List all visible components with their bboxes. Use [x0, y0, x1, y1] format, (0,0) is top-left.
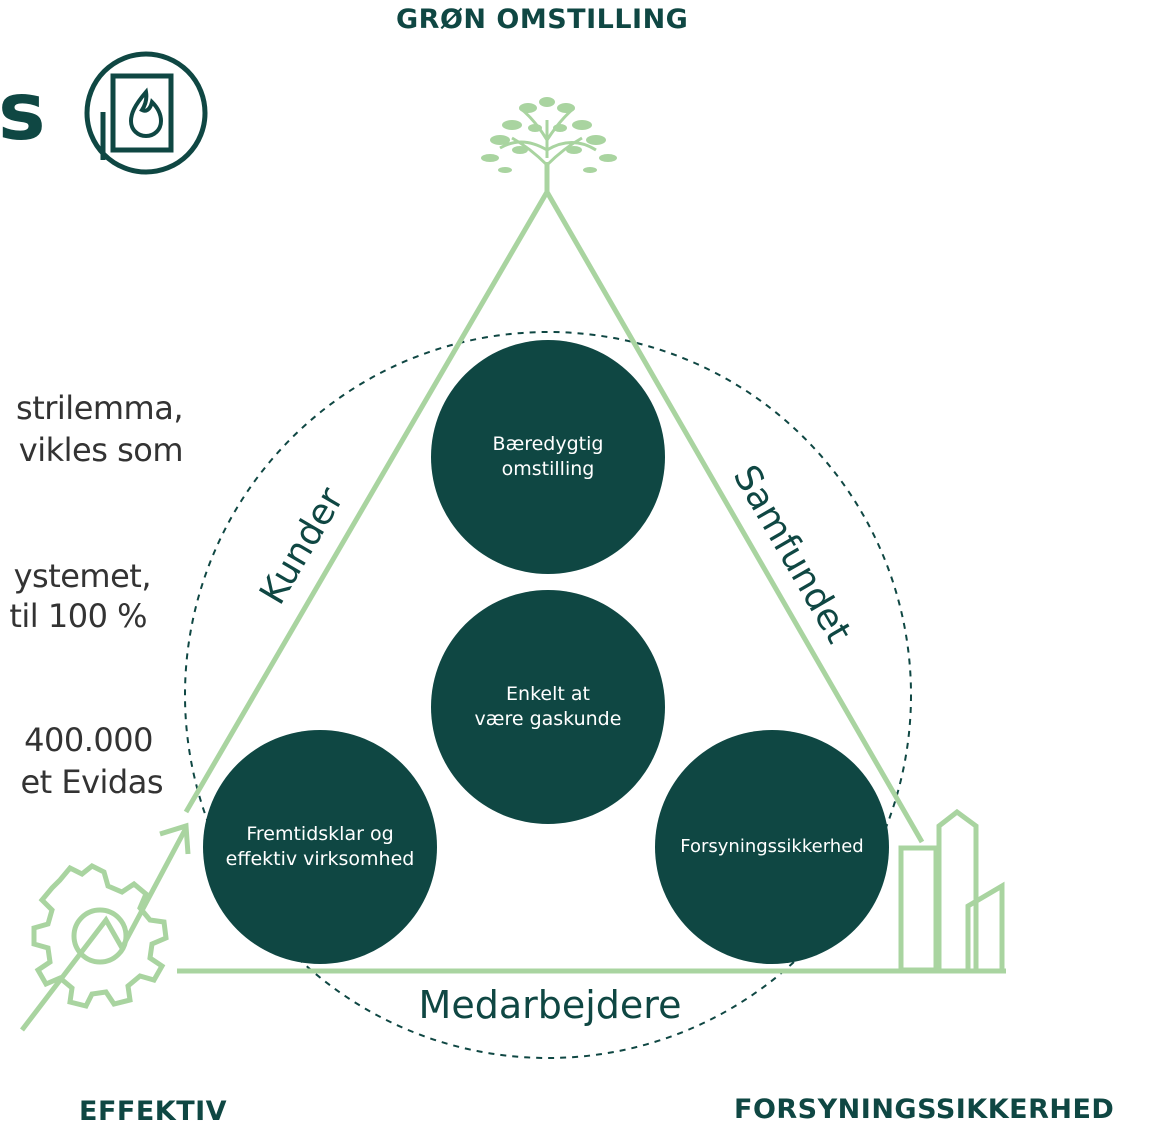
side-label-bottom: Medarbejdere — [419, 983, 682, 1027]
circle-sustainable-transition: Bæredygtig omstilling — [431, 340, 665, 574]
circle-simple-gas-customer: Enkelt at være gaskunde — [431, 590, 665, 824]
circle-label: Fremtidsklar og effektiv virksomhed — [225, 823, 415, 870]
circle-security-of-supply: Forsyningssikkerhed — [655, 730, 889, 964]
body-text-line: til 100 % — [9, 597, 147, 635]
circle-label: Bæredygtig omstilling — [492, 433, 604, 480]
side-label-left: Kunder — [252, 481, 352, 612]
body-text-line: et Evidas — [20, 763, 163, 801]
body-text-line: vikles som — [18, 431, 184, 469]
city-buildings-icon — [898, 808, 1006, 974]
corner-label-security-of-supply: FORSYNINGSSIKKERHED — [734, 1094, 1115, 1125]
body-text-line: 400.000 — [24, 721, 153, 759]
body-text-line: ystemet, — [13, 557, 152, 595]
circle-future-ready-business: Fremtidsklar og effektiv virksomhed — [203, 730, 437, 964]
tree-icon — [481, 97, 617, 192]
gear-growth-arrow-icon — [20, 822, 191, 1032]
triangle-side-left — [183, 190, 550, 814]
circle-label: Forsyningssikkerhed — [680, 836, 864, 858]
triangle-side-right — [544, 190, 925, 844]
gas-document-icon — [84, 51, 208, 175]
circle-label: Enkelt at være gaskunde — [474, 683, 622, 730]
body-text-line: strilemma, — [16, 389, 183, 427]
heading-fragment: s — [0, 65, 46, 158]
dashed-ring — [184, 331, 912, 1059]
corner-label-green-transition: GRØN OMSTILLING — [396, 4, 689, 35]
corner-label-efficient: EFFEKTIV — [79, 1096, 228, 1127]
